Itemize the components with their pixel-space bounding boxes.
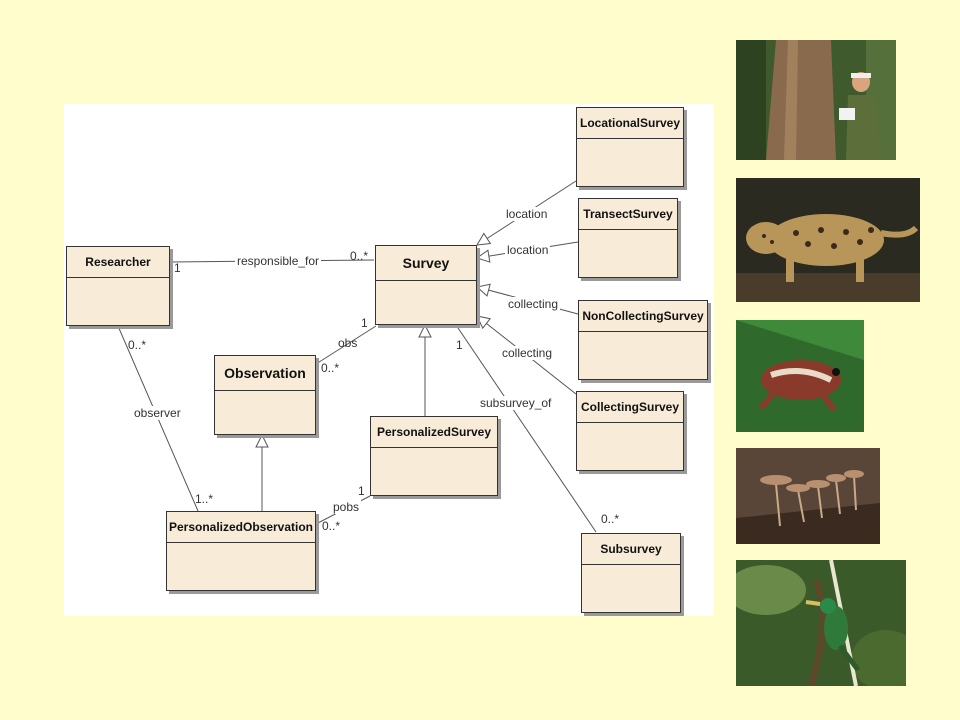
mult-survey-obs: 1 (361, 316, 368, 330)
class-observation[interactable]: Observation (214, 355, 316, 435)
class-subsurvey-name: Subsurvey (582, 534, 680, 565)
class-locational-survey-name: LocationalSurvey (577, 108, 683, 139)
class-collecting-survey[interactable]: CollectingSurvey (576, 391, 684, 471)
mult-survey-subsurvey: 1 (456, 338, 463, 352)
class-researcher[interactable]: Researcher (66, 246, 170, 326)
mult-subsurvey: 0..* (601, 512, 620, 526)
class-survey[interactable]: Survey (375, 245, 477, 325)
jaguar-photo (736, 178, 920, 302)
class-observation-name: Observation (215, 356, 315, 391)
class-transect-survey[interactable]: TransectSurvey (578, 198, 678, 278)
class-collecting-survey-name: CollectingSurvey (577, 392, 683, 423)
mult-observation-obs: 0..* (321, 361, 340, 375)
mult-personalized-observation-observer: 1..* (195, 492, 214, 506)
assoc-obs-line (315, 325, 377, 365)
class-survey-name: Survey (376, 246, 476, 281)
label-location-2: location (505, 243, 551, 257)
class-noncollecting-survey-name: NonCollectingSurvey (579, 301, 707, 332)
label-subsurvey-of: subsurvey_of (478, 396, 554, 410)
mult-researcher-observer: 0..* (128, 338, 147, 352)
class-researcher-name: Researcher (67, 247, 169, 278)
bird-photo (736, 560, 906, 686)
class-personalized-survey-name: PersonalizedSurvey (371, 417, 497, 448)
class-locational-survey[interactable]: LocationalSurvey (576, 107, 684, 187)
mult-personalized-observation-pobs: 0..* (322, 519, 341, 533)
assoc-subsurvey-of-line (455, 324, 597, 533)
class-noncollecting-survey[interactable]: NonCollectingSurvey (578, 300, 708, 380)
label-location-1: location (504, 207, 550, 221)
class-personalized-survey[interactable]: PersonalizedSurvey (370, 416, 498, 496)
frog-photo (736, 320, 864, 432)
label-observer: observer (132, 406, 183, 420)
class-personalized-observation-name: PersonalizedObservation (167, 512, 315, 543)
mult-personalized-survey-pobs: 1 (358, 484, 365, 498)
class-subsurvey[interactable]: Subsurvey (581, 533, 681, 613)
label-collecting-1: collecting (506, 297, 561, 311)
class-personalized-observation[interactable]: PersonalizedObservation (166, 511, 316, 591)
mult-researcher-responsible: 1 (174, 261, 181, 275)
label-obs: obs (338, 336, 358, 350)
class-transect-survey-name: TransectSurvey (579, 199, 677, 230)
uml-class-diagram: Researcher Survey Observation Personaliz… (64, 104, 714, 616)
researcher-with-clipboard-photo (736, 40, 896, 160)
mushrooms-photo (736, 448, 880, 544)
label-pobs: pobs (331, 500, 362, 514)
label-responsible-for: responsible_for (235, 254, 322, 268)
mult-survey-responsible: 0..* (350, 249, 369, 263)
label-collecting-2: collecting (500, 346, 555, 360)
